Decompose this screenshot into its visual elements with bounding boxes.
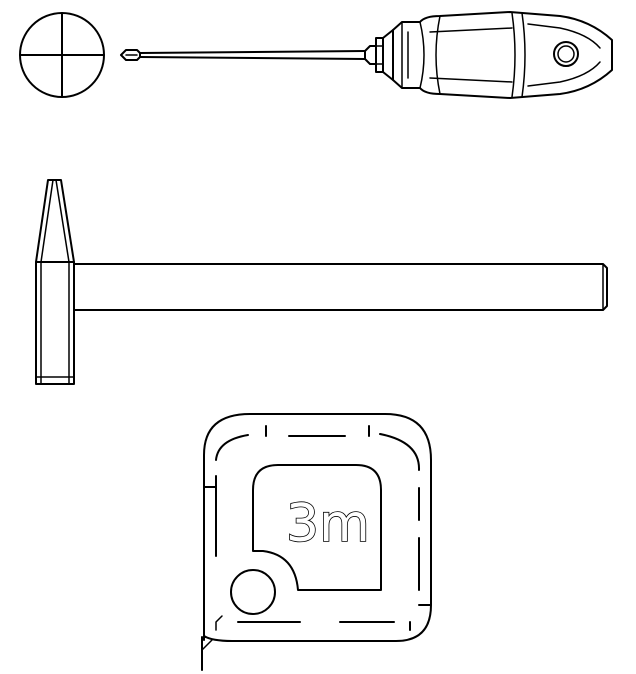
screwdriver [19, 11, 613, 99]
tape-lock-button [230, 569, 276, 615]
hammer-head [35, 179, 75, 385]
tape-measure-label-window [252, 464, 382, 591]
tape-measure: 3m [201, 413, 432, 671]
screwdriver-ferrule [364, 29, 394, 81]
tape-end-hook [201, 636, 213, 671]
tape-length-label: 3m [286, 494, 370, 554]
screwdriver-hang-hole [553, 41, 579, 67]
screwdriver-tip [120, 49, 141, 61]
hammer-handle [73, 263, 608, 311]
phillips-tip-end-view [19, 12, 105, 98]
screwdriver-handle [392, 11, 613, 99]
tape-measure-case [203, 413, 432, 642]
hammer [35, 179, 608, 385]
screwdriver-shaft [139, 50, 366, 60]
